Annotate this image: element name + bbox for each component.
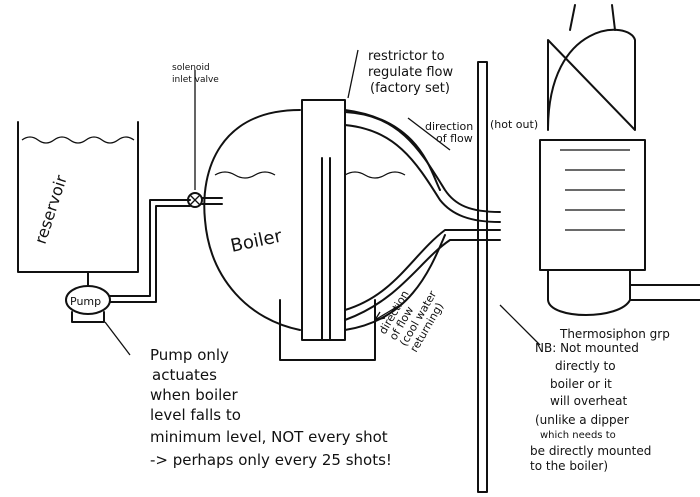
reservoir-label: reservoir <box>31 172 71 246</box>
boiler-label: Boiler <box>229 225 285 256</box>
thermosiphon-group <box>539 4 700 316</box>
mounting-panel <box>477 61 488 493</box>
hot-out-label: (hot out) <box>490 118 538 131</box>
cool-return-pipe <box>344 229 501 321</box>
reservoir <box>17 121 139 273</box>
boiler <box>203 99 446 361</box>
pump-label: Pump <box>70 295 101 308</box>
solenoid-valve <box>187 192 223 208</box>
pump <box>65 271 111 323</box>
pipe-pump-to-valve <box>109 199 191 303</box>
hot-out-pipe <box>344 111 501 223</box>
